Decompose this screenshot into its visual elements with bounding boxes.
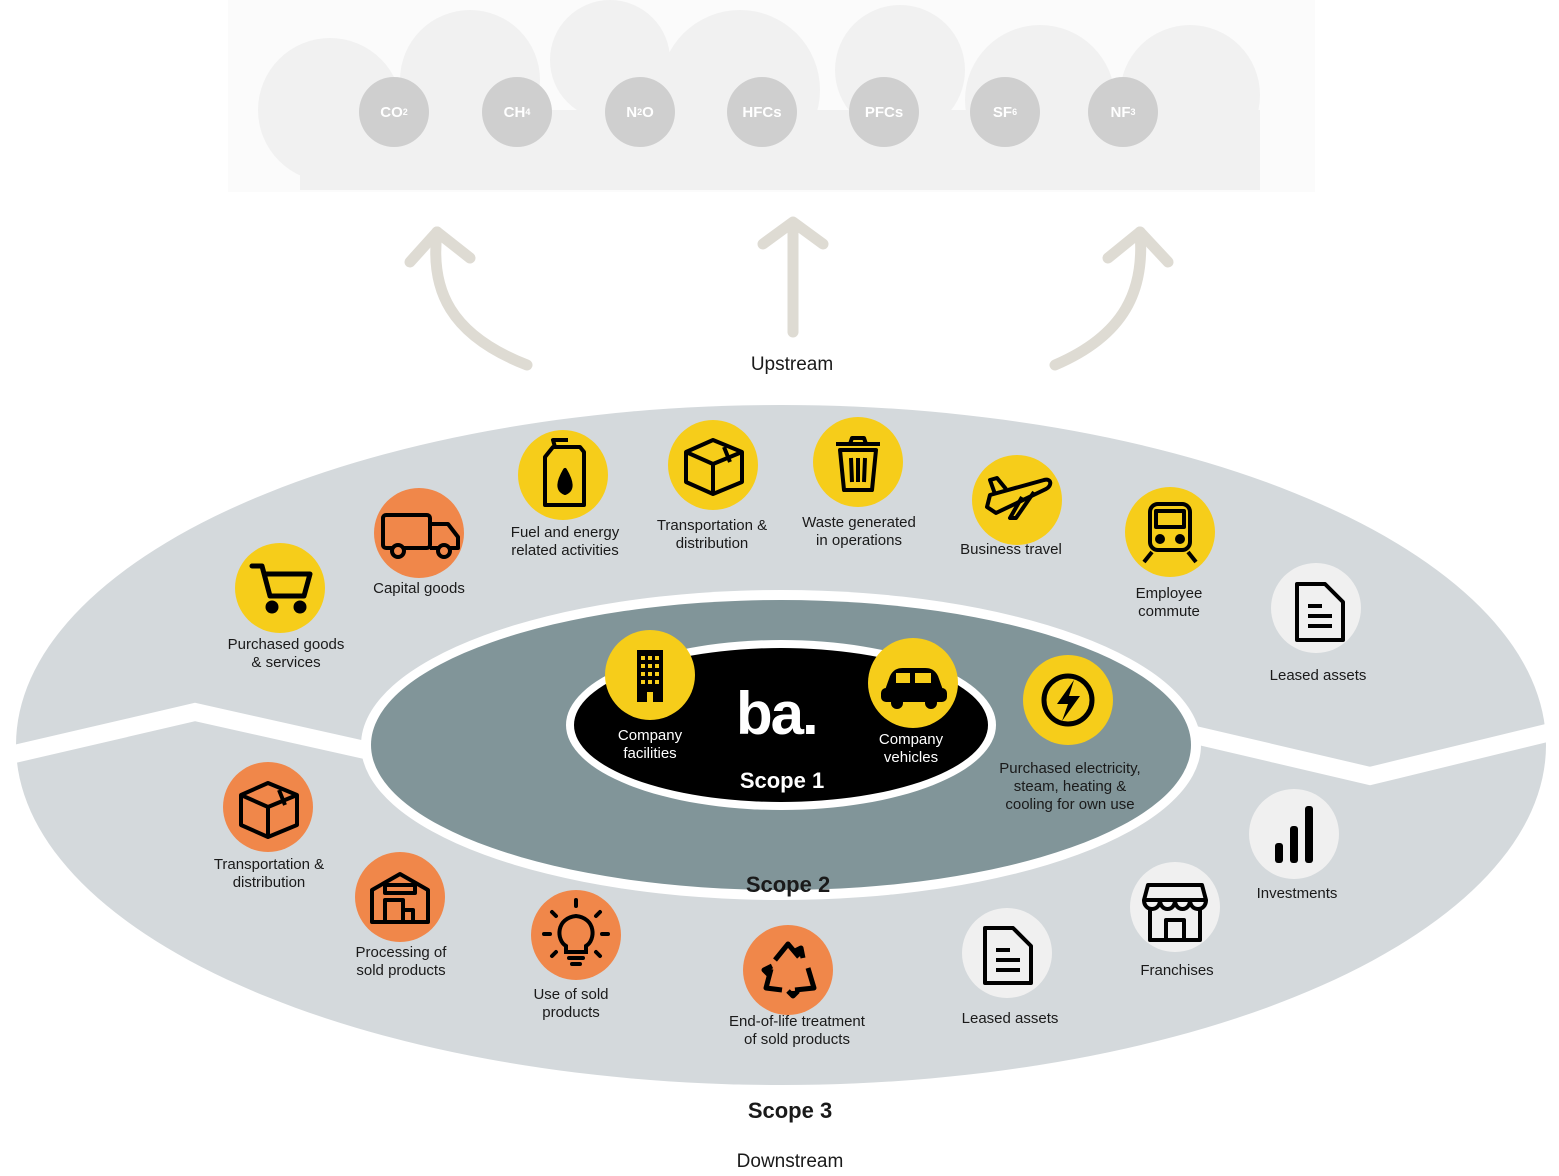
downstream-leased-assets-label: Leased assets <box>961 1010 1059 1027</box>
franchises-label: Franchises <box>1140 962 1214 979</box>
fuel-energy-label: Fuel and energy related activities <box>510 524 620 559</box>
downstream-transportation-label: Transportation & distribution <box>213 856 325 891</box>
bar-chart-icon <box>1275 806 1313 863</box>
building-icon <box>637 650 663 702</box>
upstream-arrows <box>404 216 1174 371</box>
car-icon <box>881 668 947 709</box>
document-icon <box>1295 582 1345 642</box>
processing-label: Processing of sold products <box>355 944 447 979</box>
gas-pfcs: PFCs <box>849 77 919 147</box>
scope3-label: Scope 3 <box>747 1098 833 1123</box>
brand-logo: ba. <box>736 680 819 747</box>
trash-icon <box>836 436 880 492</box>
fuel-can-icon <box>543 438 586 507</box>
scope2-label: Scope 2 <box>745 872 831 897</box>
company-facilities-label: Company facilities <box>617 727 683 762</box>
recycle-icon <box>761 941 817 999</box>
box-icon <box>239 781 299 839</box>
use-of-products-label: Use of sold products <box>533 986 609 1021</box>
gas-hfcs: HFCs <box>727 77 797 147</box>
end-of-life-label: End-of-life treatment of sold products <box>729 1013 865 1048</box>
purchased-goods-label: Purchased goods & services <box>227 636 345 671</box>
document-icon <box>983 926 1033 985</box>
cart-icon <box>249 563 313 614</box>
lightbulb-icon <box>542 898 610 966</box>
business-travel-label: Business travel <box>960 541 1062 558</box>
upstream-label: Upstream <box>750 354 834 375</box>
store-icon <box>1142 883 1208 942</box>
airplane-icon <box>985 476 1053 520</box>
upstream-downstream-divider <box>7 702 1559 786</box>
upstream-leased-assets-label: Leased assets <box>1269 667 1367 684</box>
company-vehicles-label: Company vehicles <box>878 731 944 766</box>
upstream-transportation-label: Transportation & distribution <box>656 517 768 552</box>
waste-label: Waste generated in operations <box>802 514 916 549</box>
truck-icon <box>381 513 460 559</box>
train-icon <box>1142 502 1198 564</box>
lightning-icon <box>1041 673 1095 727</box>
warehouse-icon <box>370 872 430 924</box>
purchased-electricity-label: Purchased electricity, steam, heating & … <box>999 760 1141 813</box>
box-icon <box>684 438 744 496</box>
capital-goods-label: Capital goods <box>373 580 465 597</box>
investments-label: Investments <box>1256 885 1338 902</box>
downstream-label: Downstream <box>736 1151 844 1172</box>
scope1-label: Scope 1 <box>739 768 825 793</box>
employee-commute-label: Employee commute <box>1135 585 1203 620</box>
